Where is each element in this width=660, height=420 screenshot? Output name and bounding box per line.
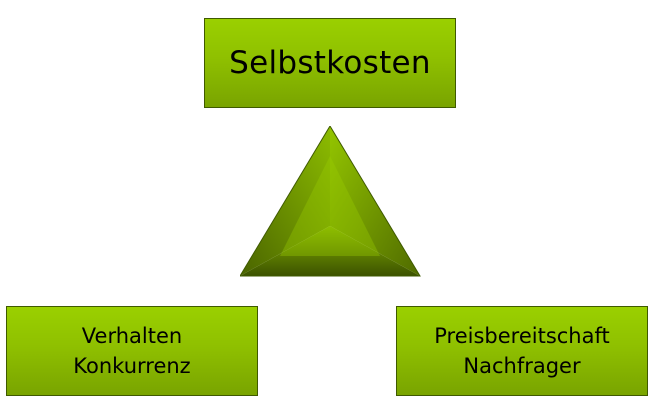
triangle-facet-bottom <box>240 226 420 276</box>
triangle-outline <box>240 126 421 277</box>
node-preisbereitschaft-nachfrager-line1: Preisbereitschaft <box>434 324 610 348</box>
node-verhalten-konkurrenz-line2: Konkurrenz <box>73 354 191 378</box>
node-preisbereitschaft-nachfrager-line2: Nachfrager <box>463 354 581 378</box>
node-verhalten-konkurrenz: Verhalten Konkurrenz <box>6 306 258 396</box>
node-preisbereitschaft-nachfrager: Preisbereitschaft Nachfrager <box>396 306 648 396</box>
node-verhalten-konkurrenz-text: Verhalten Konkurrenz <box>73 321 190 381</box>
triangle-shape <box>240 126 421 277</box>
node-selbstkosten-label: Selbstkosten <box>229 45 431 81</box>
triangle-highlight <box>280 156 380 256</box>
node-preisbereitschaft-nachfrager-text: Preisbereitschaft Nachfrager <box>434 321 610 381</box>
node-verhalten-konkurrenz-line1: Verhalten <box>81 324 183 348</box>
node-selbstkosten: Selbstkosten <box>204 18 456 108</box>
triangle-icon <box>240 126 421 278</box>
